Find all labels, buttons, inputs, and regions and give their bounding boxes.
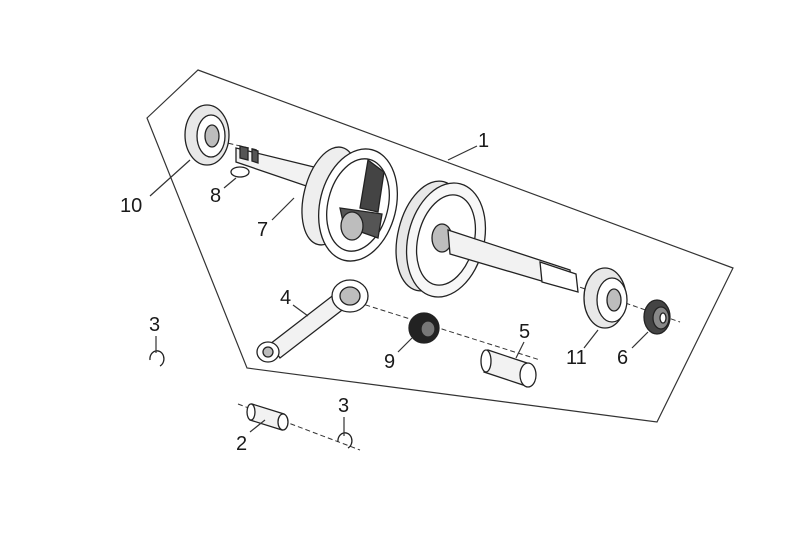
- woodruff-key-part-8: [230, 166, 250, 178]
- axis-pin-bottom: [237, 403, 361, 451]
- leader-2: [249, 419, 266, 433]
- label-5: 5: [519, 321, 531, 343]
- leader-5: [515, 341, 525, 359]
- leader-10: [149, 159, 191, 197]
- crank-web-left-part-7: [301, 146, 399, 262]
- leader-4: [292, 304, 309, 317]
- leader-1: [447, 145, 478, 161]
- label-6: 6: [617, 347, 629, 369]
- label-3-bottom: 3: [338, 395, 350, 417]
- label-10: 10: [120, 195, 143, 217]
- timing-gear-part-6: [643, 299, 671, 335]
- circlip-bottom-part-3: [337, 432, 353, 449]
- label-7: 7: [257, 219, 269, 241]
- bearing-right-part-11: [583, 267, 628, 329]
- bearing-left-part-10: [184, 104, 230, 166]
- crankshaft-left-shaft: [235, 145, 319, 191]
- crankshaft-right-part-1: [395, 180, 579, 298]
- axis-crankpin: [349, 299, 541, 361]
- label-8: 8: [210, 185, 222, 207]
- label-9: 9: [384, 351, 396, 373]
- leader-11: [583, 329, 599, 349]
- needle-bearing-part-9: [408, 312, 440, 344]
- leader-9: [397, 337, 413, 353]
- leader-7: [271, 197, 295, 221]
- connecting-rod-part-4: [256, 279, 369, 363]
- circlip-left-part-3: [149, 350, 165, 367]
- label-1: 1: [478, 130, 490, 152]
- label-11: 11: [566, 347, 587, 369]
- label-3-left: 3: [149, 314, 161, 336]
- label-4: 4: [280, 287, 292, 309]
- label-2: 2: [236, 433, 248, 455]
- crank-pin-part-5: [480, 349, 537, 388]
- leader-6: [631, 331, 649, 349]
- piston-pin-part-2: [246, 403, 289, 431]
- assembly-outline: [146, 69, 734, 423]
- leader-8: [223, 177, 237, 189]
